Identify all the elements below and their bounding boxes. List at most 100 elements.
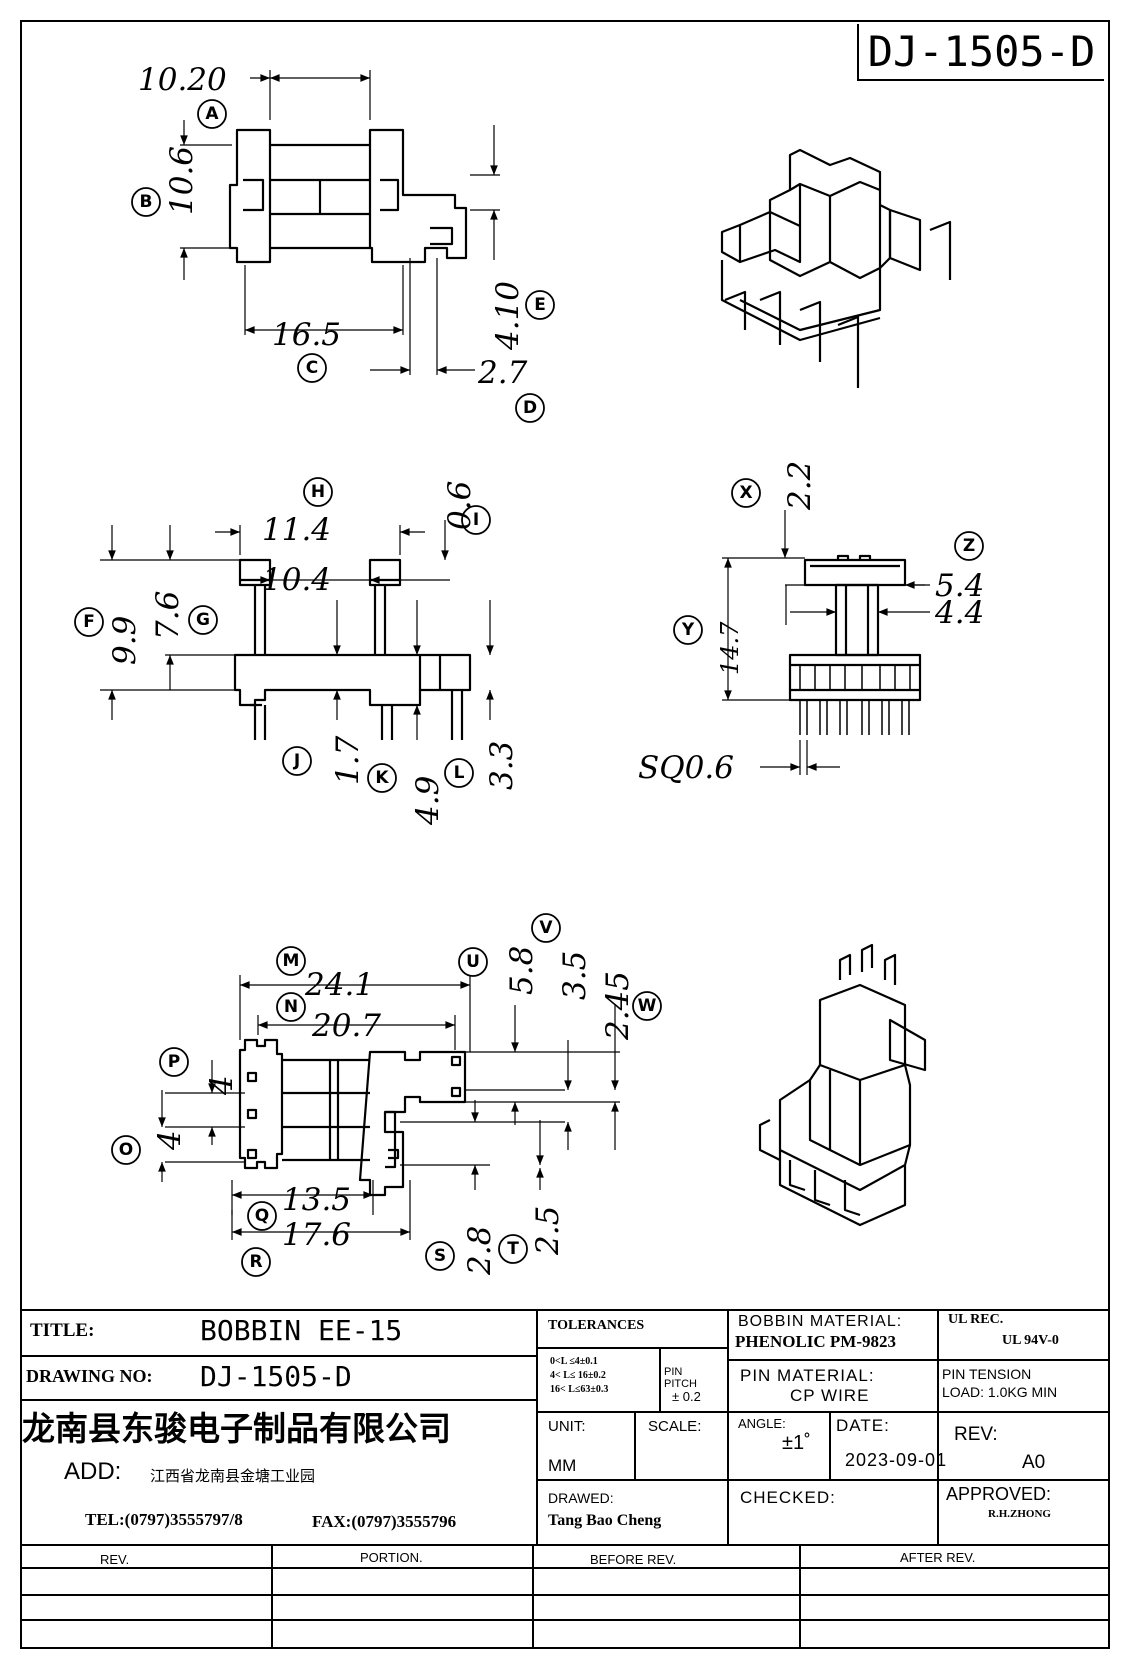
drawing-no-label: DRAWING NO: — [26, 1366, 153, 1386]
reference-bubble-labels: A B C D E F G H I J K L X Y Z M N O P Q … — [83, 104, 975, 1272]
dim-4-upper: 4 — [204, 1075, 240, 1096]
dim-9-9: 9.9 — [107, 616, 143, 665]
unit-value: MM — [548, 1456, 577, 1475]
approved-label: APPROVED: — [946, 1484, 1052, 1504]
svg-text:L: L — [454, 763, 465, 783]
tolerance-3: 16< L≤63±0.3 — [550, 1384, 609, 1395]
front-view-labels: 2.2 5.4 4.4 14.7 SQ0.6 — [638, 461, 984, 786]
drawing-views: 10.20 10.6 16.5 4.10 2.7 11.4 10.4 0.6 9… — [74, 62, 984, 1277]
dim-2-45: 2.45 — [600, 971, 636, 1041]
dim-20-7: 20.7 — [311, 1008, 381, 1044]
svg-text:G: G — [196, 610, 210, 630]
reference-bubbles — [74, 99, 984, 1277]
dim-4-lower: 4 — [152, 1130, 188, 1151]
dim-sq0-6: SQ0.6 — [638, 750, 734, 786]
svg-text:I: I — [473, 510, 479, 530]
bottom-view-labels: 24.1 20.7 5.8 3.5 2.45 4 4 13.5 17.6 2.8… — [152, 946, 636, 1276]
pin-pitch-value: ± 0.2 — [672, 1389, 701, 1404]
svg-text:K: K — [375, 768, 389, 788]
dim-24-1: 24.1 — [304, 967, 374, 1003]
svg-text:W: W — [638, 996, 657, 1016]
address-label: ADD: — [64, 1458, 122, 1485]
svg-text:Q: Q — [255, 1206, 269, 1226]
dim-2-7: 2.7 — [477, 355, 528, 391]
drawing-frame — [20, 20, 1110, 1649]
dim-3-5: 3.5 — [557, 951, 593, 1000]
dim-1-7: 1.7 — [330, 735, 366, 785]
svg-text:Z: Z — [963, 536, 975, 556]
dim-0-6: 0.6 — [442, 481, 478, 530]
address-value: 江西省龙南县金塘工业园 — [150, 1467, 316, 1485]
svg-text:B: B — [140, 192, 153, 212]
svg-text:S: S — [434, 1246, 446, 1266]
svg-text:X: X — [739, 483, 752, 503]
unit-label: UNIT: — [548, 1418, 586, 1435]
dim-10-6: 10.6 — [164, 146, 200, 215]
dim-10-20: 10.20 — [138, 62, 227, 98]
dim-11-4: 11.4 — [262, 512, 331, 548]
svg-text:A: A — [205, 104, 219, 124]
svg-text:H: H — [311, 482, 325, 502]
svg-text:M: M — [283, 951, 300, 971]
front-view — [722, 510, 930, 775]
svg-text:D: D — [523, 398, 537, 418]
bottom-view — [158, 975, 620, 1240]
iso-view-top — [720, 148, 952, 388]
dim-2-2: 2.2 — [782, 461, 818, 511]
drawed-label: DRAWED: — [548, 1490, 614, 1506]
svg-text:N: N — [284, 997, 298, 1017]
approved-value: R.H.ZHONG — [988, 1508, 1051, 1520]
scale-label: SCALE: — [648, 1418, 702, 1435]
svg-text:T: T — [507, 1239, 519, 1259]
dim-17-6: 17.6 — [282, 1217, 351, 1253]
date-label: DATE: — [836, 1416, 890, 1435]
tolerance-2: 4< L≤ 16±0.2 — [550, 1370, 606, 1381]
date-value: 2023-09-01 — [845, 1450, 948, 1470]
dim-2-5: 2.5 — [530, 1206, 566, 1256]
tolerance-1: 0<L ≤4±0.1 — [550, 1356, 598, 1367]
pin-tension-label: PIN TENSION — [942, 1366, 1032, 1382]
svg-text:J: J — [293, 751, 300, 771]
ul-value: UL 94V-0 — [1002, 1333, 1059, 1348]
pin-tension-value: LOAD: 1.0KG MIN — [942, 1384, 1058, 1400]
dim-4-9: 4.9 — [410, 776, 446, 826]
rev-value: A0 — [1022, 1452, 1046, 1473]
side-view-labels: 11.4 10.4 0.6 9.9 7.6 1.7 4.9 3.3 — [107, 481, 520, 826]
dim-10-4: 10.4 — [262, 562, 331, 598]
top-view-labels: 10.20 10.6 16.5 4.10 2.7 — [138, 62, 528, 391]
svg-text:R: R — [249, 1252, 262, 1272]
iso-view-bottom — [758, 943, 927, 1227]
svg-text:Y: Y — [681, 620, 695, 640]
dim-5-8: 5.8 — [504, 946, 540, 995]
svg-text:C: C — [306, 358, 318, 378]
dim-5-4: 5.4 — [935, 568, 984, 604]
dim-7-6: 7.6 — [150, 591, 186, 640]
company-name: 龙南县东骏电子制品有限公司 — [22, 1409, 451, 1448]
dim-13-5: 13.5 — [282, 1182, 351, 1218]
title-label: TITLE: — [30, 1320, 95, 1341]
rev-label: REV: — [954, 1424, 998, 1445]
angle-value: ±1˚ — [782, 1432, 811, 1454]
svg-text:O: O — [119, 1140, 133, 1160]
pin-pitch-label-1: PIN — [664, 1366, 683, 1378]
rev-table-header-rev: REV. — [100, 1552, 130, 1567]
bobbin-material-label: BOBBIN MATERIAL: — [738, 1313, 903, 1330]
svg-text:P: P — [168, 1052, 180, 1072]
drawing-code: DJ-1505-D — [857, 24, 1104, 81]
drawing-no-value: DJ-1505-D — [200, 1360, 352, 1393]
rev-table-header-after: AFTER REV. — [900, 1550, 976, 1565]
drawed-value: Tang Bao Cheng — [548, 1512, 662, 1529]
dim-14-7: 14.7 — [716, 621, 744, 675]
checked-label: CHECKED: — [740, 1488, 836, 1507]
top-view — [180, 70, 500, 375]
svg-text:U: U — [466, 952, 480, 972]
pin-material-label: PIN MATERIAL: — [740, 1366, 875, 1385]
ul-label: UL REC. — [948, 1312, 1004, 1327]
svg-text:F: F — [83, 612, 95, 632]
svg-text:E: E — [534, 295, 546, 315]
rev-table-header-before: BEFORE REV. — [590, 1552, 677, 1567]
rev-table-header-portion: PORTION. — [360, 1550, 423, 1565]
tolerances-label: TOLERANCES — [548, 1318, 645, 1333]
pin-material-value: CP WIRE — [790, 1386, 870, 1405]
